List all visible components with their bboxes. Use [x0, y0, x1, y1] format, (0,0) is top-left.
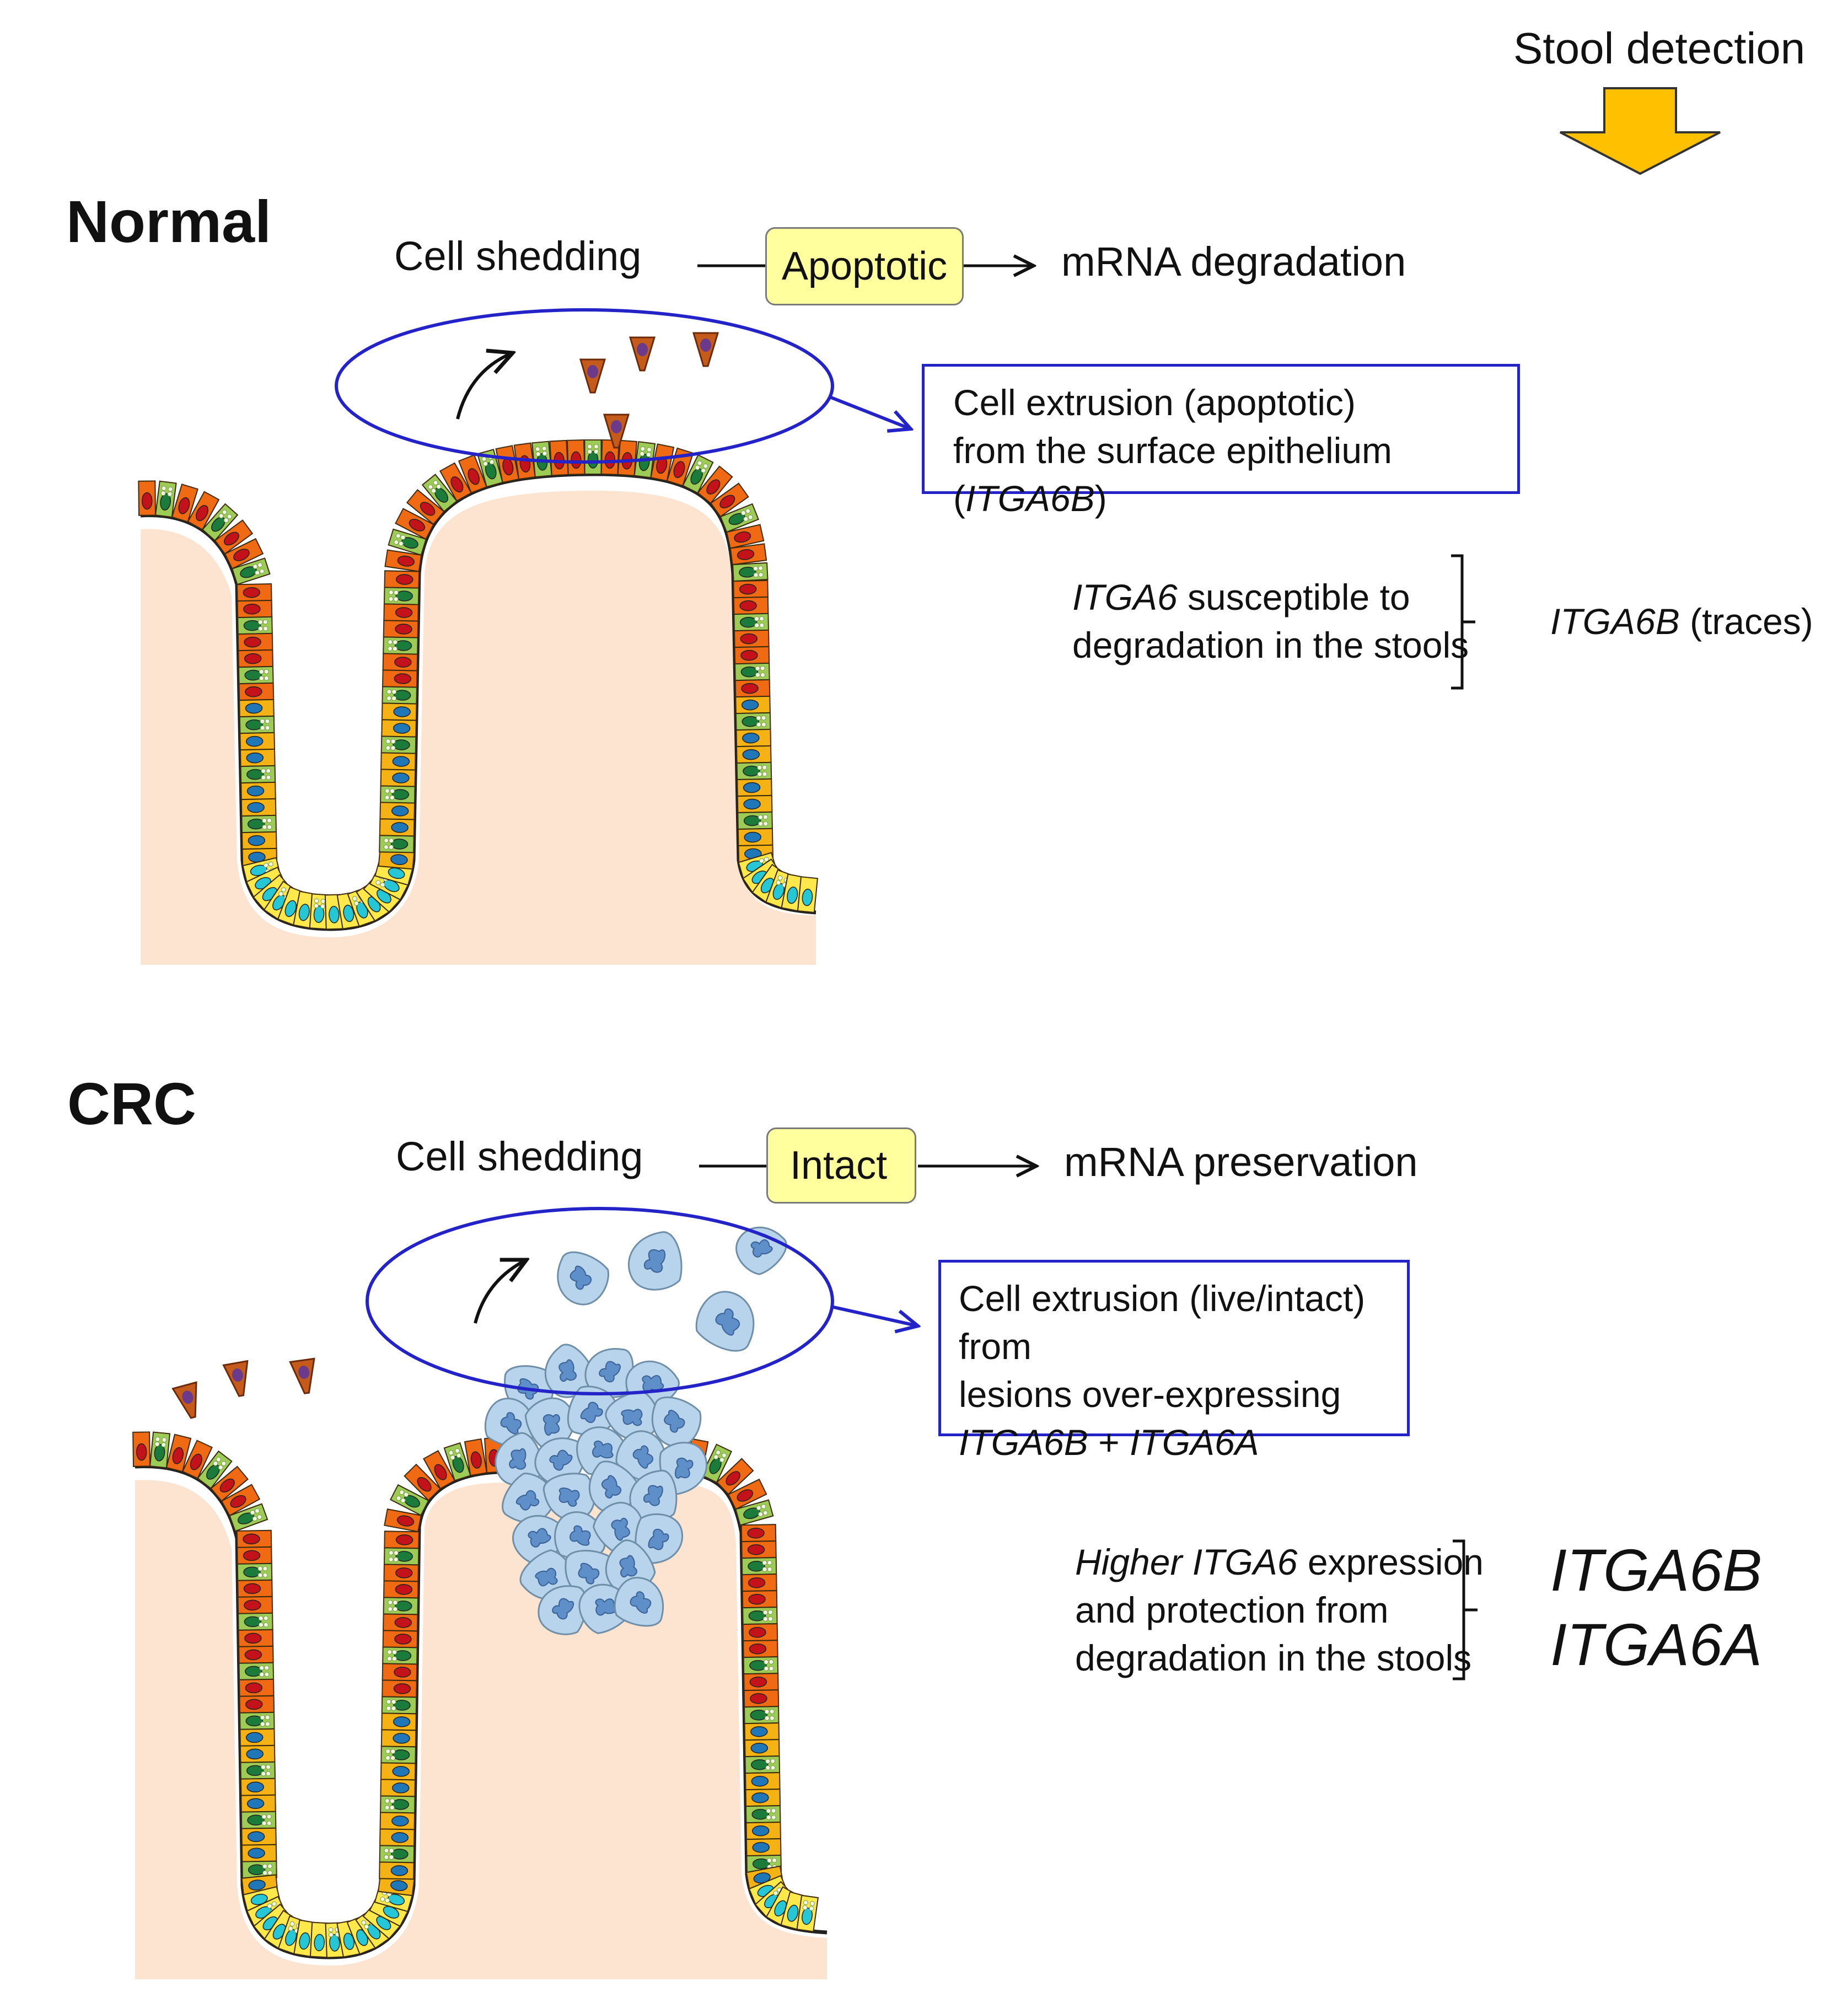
crc-note: Higher ITGA6 expression and protection f…: [1075, 1538, 1484, 1682]
crc-extrusion-line1: Cell extrusion (live/intact) from: [959, 1278, 1366, 1367]
crc-shedding-ellipse: [366, 1207, 834, 1395]
intact-box-label: Intact: [790, 1143, 888, 1188]
normal-extrusion-gene: ITGA6B: [965, 478, 1095, 519]
normal-note: ITGA6 susceptible to degradation in the …: [1072, 573, 1469, 669]
tumor-cell-mass: [484, 1344, 708, 1635]
crc-epithelial-cells: [132, 1431, 819, 1958]
crc-extrusion-box: Cell extrusion (live/intact) from lesion…: [938, 1260, 1410, 1463]
normal-ellipse-pointer: [829, 395, 911, 429]
crc-result-gene2: ITGA6A: [1550, 1611, 1763, 1678]
normal-note-line1: ITGA6 susceptible to: [1072, 577, 1410, 617]
normal-extrusion-line1: Cell extrusion (apoptotic): [953, 382, 1356, 423]
apoptotic-shed-cells: [579, 332, 719, 449]
intact-shed-cells: [557, 1226, 787, 1352]
normal-extrusion-line2: from the surface epithelium (ITGA6B): [953, 430, 1393, 519]
crc-bracket: [1453, 1539, 1478, 1680]
normal-epithelial-cells: [138, 439, 818, 930]
crc-extrusion-line3: ITGA6B + ITGA6A: [959, 1422, 1259, 1463]
normal-note-line2: degradation in the stools: [1072, 625, 1469, 666]
crc-note-line2: and protection from: [1075, 1589, 1389, 1631]
stool-detection-label: Stool detection: [1513, 24, 1806, 73]
normal-title: Normal: [66, 188, 272, 255]
apoptotic-box: Apoptotic: [765, 227, 964, 305]
normal-extrusion-box: Cell extrusion (apoptotic) from the surf…: [922, 364, 1520, 519]
normal-shedding-ellipse: [335, 308, 834, 464]
crc-note-line3: degradation in the stools: [1075, 1637, 1472, 1679]
normal-shedding-arrow-icon: [456, 353, 513, 420]
crc-shedding-arrow-icon: [474, 1260, 527, 1324]
crc-note-line1: Higher ITGA6 expression: [1075, 1542, 1484, 1582]
normal-cell-shedding-label: Cell shedding: [394, 233, 642, 279]
normal-bracket: [1451, 554, 1475, 690]
crc-ellipse-pointer: [831, 1305, 918, 1326]
crc-cell-shedding-label: Cell shedding: [396, 1134, 643, 1179]
crc-extrusion-line2: lesions over-expressing: [959, 1374, 1341, 1415]
normal-crypt-illustration: [138, 439, 818, 965]
stool-detection-arrow-icon: [1560, 87, 1721, 175]
mrna-degradation-label: mRNA degradation: [1061, 239, 1406, 284]
intact-box: Intact: [766, 1127, 916, 1204]
normal-result: ITGA6B (traces): [1550, 601, 1813, 642]
mrna-preservation-label: mRNA preservation: [1064, 1139, 1418, 1185]
crc-result-gene1: ITGA6B: [1550, 1537, 1763, 1603]
crc-result: ITGA6B ITGA6A: [1550, 1533, 1762, 1682]
normal-tissue: [141, 491, 816, 965]
crc-title: CRC: [67, 1070, 196, 1137]
apoptotic-box-label: Apoptotic: [781, 244, 948, 288]
crc-crypt-illustration: [132, 1344, 828, 1979]
crc-apoptotic-shed-cells: [171, 1357, 315, 1419]
